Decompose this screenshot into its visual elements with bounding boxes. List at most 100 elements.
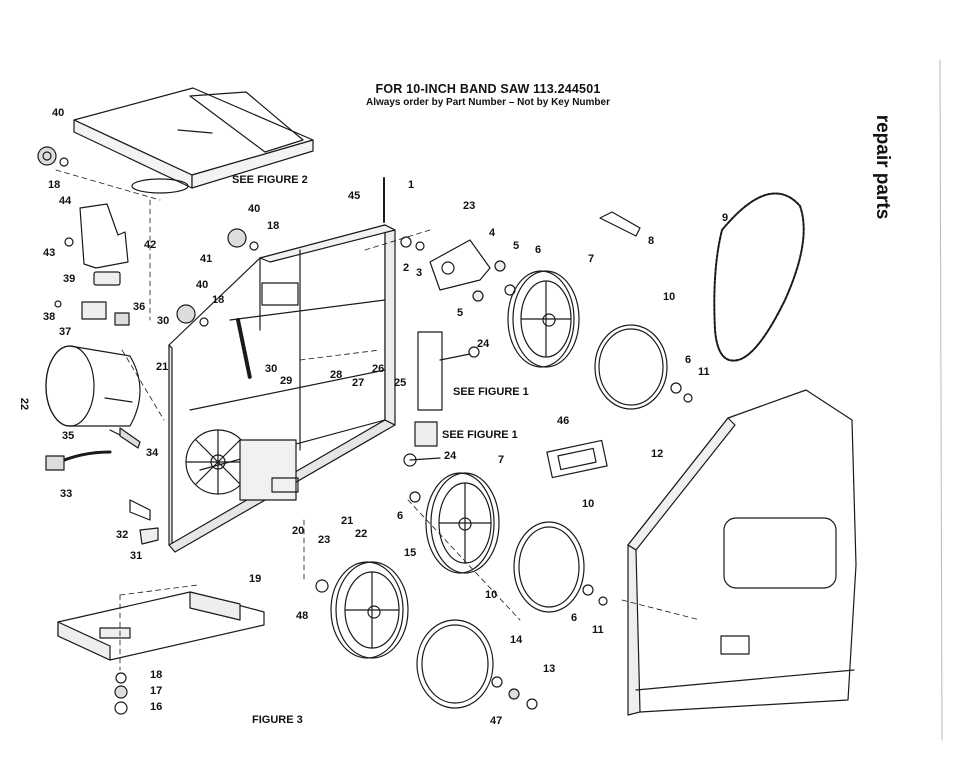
upper-drive-wheel [508, 271, 579, 367]
callout-26: 26 [372, 363, 385, 375]
callout-6-bottom: 6 [571, 612, 578, 624]
callout-43: 43 [43, 247, 56, 259]
callout-15: 15 [404, 547, 417, 559]
callout-19: 19 [249, 573, 262, 585]
callout-3: 3 [416, 267, 423, 279]
figure-reference-2: SEE FIGURE 2 [232, 174, 308, 186]
callout-13: 13 [543, 663, 556, 675]
callout-39: 39 [63, 273, 76, 285]
figure-reference-1b: SEE FIGURE 1 [442, 429, 518, 441]
callout-28: 28 [330, 369, 343, 381]
hex-wrench [600, 212, 640, 236]
callout-32: 32 [116, 529, 129, 541]
base-19 [58, 592, 264, 660]
saw-table [74, 88, 313, 193]
tire-10-mid [514, 522, 584, 612]
callout-10-mid: 10 [582, 498, 595, 510]
callout-36: 36 [133, 301, 146, 313]
callout-10-upper: 10 [663, 291, 676, 303]
page-edge-line [940, 60, 942, 740]
lower-drive-wheel [426, 473, 499, 573]
blade-guide-upper [418, 332, 479, 410]
callout-33: 33 [60, 488, 73, 500]
bottom-wheel-15 [331, 562, 408, 658]
callout-21-lower: 21 [341, 515, 354, 527]
callout-6-lower: 6 [397, 510, 404, 522]
page-subtitle: Always order by Part Number – Not by Key… [366, 97, 610, 108]
adjust-knob-24 [404, 454, 440, 466]
motor [46, 346, 140, 448]
callout-10-bottom: 10 [485, 589, 498, 601]
callout-47: 47 [490, 715, 503, 727]
callout-18-bottom: 18 [150, 669, 163, 681]
callout-11-bottom: 11 [592, 624, 604, 636]
callout-17: 17 [150, 685, 163, 697]
nameplate-46 [547, 440, 607, 477]
callout-21: 21 [156, 361, 169, 373]
callout-2: 2 [403, 262, 410, 274]
tire-10-bottom [417, 620, 493, 708]
callout-18-mid: 18 [212, 294, 225, 306]
callout-12: 12 [651, 448, 664, 460]
bracket-31-32 [130, 500, 158, 544]
assembly-lines [56, 170, 700, 670]
page-title: FOR 10-INCH BAND SAW 113.244501 [375, 82, 601, 96]
main-frame [169, 225, 395, 552]
wheel-cover-door [628, 390, 856, 715]
drive-belt [714, 193, 803, 360]
callout-11-upper: 11 [698, 366, 710, 378]
callout-41: 41 [200, 253, 213, 265]
upper-wheel-bracket-4 [430, 240, 505, 301]
callout-22: 22 [355, 528, 368, 540]
foot-18 [116, 673, 126, 683]
foot-16 [115, 702, 127, 714]
callout-5-lower: 5 [457, 307, 464, 319]
callout-9: 9 [722, 212, 729, 224]
tension-knob-top [228, 229, 258, 250]
callout-45: 45 [348, 190, 361, 202]
washers-2-3 [401, 237, 424, 250]
tire-10-upper [595, 325, 667, 409]
callout-6-upper: 6 [535, 244, 542, 256]
callout-29: 29 [280, 375, 293, 387]
callout-31: 31 [130, 550, 143, 562]
power-cord [46, 452, 110, 470]
pulley-48 [316, 580, 328, 592]
callout-24-upper: 24 [477, 338, 490, 350]
callout-23-lower: 23 [318, 534, 331, 546]
callout-38: 38 [43, 311, 56, 323]
callout-48: 48 [296, 610, 309, 622]
washer-6-upper [505, 285, 515, 295]
callout-18: 18 [48, 179, 61, 191]
callout-25: 25 [394, 377, 407, 389]
switch-box-37 [55, 301, 129, 325]
callout-34: 34 [146, 447, 159, 459]
callout-4: 4 [489, 227, 496, 239]
callout-30: 30 [157, 315, 170, 327]
bracket-42 [65, 204, 128, 268]
washer-6-lower [410, 492, 420, 502]
callout-23-upper: 23 [463, 200, 476, 212]
callout-35: 35 [62, 430, 75, 442]
callout-18-upper: 18 [267, 220, 280, 232]
switch-39 [94, 272, 120, 285]
callout-30-mid: 30 [265, 363, 278, 375]
callout-40-mid: 40 [196, 279, 209, 291]
callout-27: 27 [352, 377, 365, 389]
foot-17 [115, 686, 127, 698]
callout-1: 1 [408, 179, 415, 191]
callout-37: 37 [59, 326, 72, 338]
callout-14: 14 [510, 634, 523, 646]
callout-40: 40 [52, 107, 65, 119]
callout-42: 42 [144, 239, 157, 251]
callout-6-right: 6 [685, 354, 692, 366]
callout-20: 20 [292, 525, 305, 537]
trunnion-knob [38, 147, 68, 166]
callout-16: 16 [150, 701, 163, 713]
callout-46: 46 [557, 415, 570, 427]
callout-8: 8 [648, 235, 655, 247]
callout-24-lower: 24 [444, 450, 457, 462]
figure-caption: FIGURE 3 [252, 714, 303, 726]
figure-reference-1a: SEE FIGURE 1 [453, 386, 529, 398]
